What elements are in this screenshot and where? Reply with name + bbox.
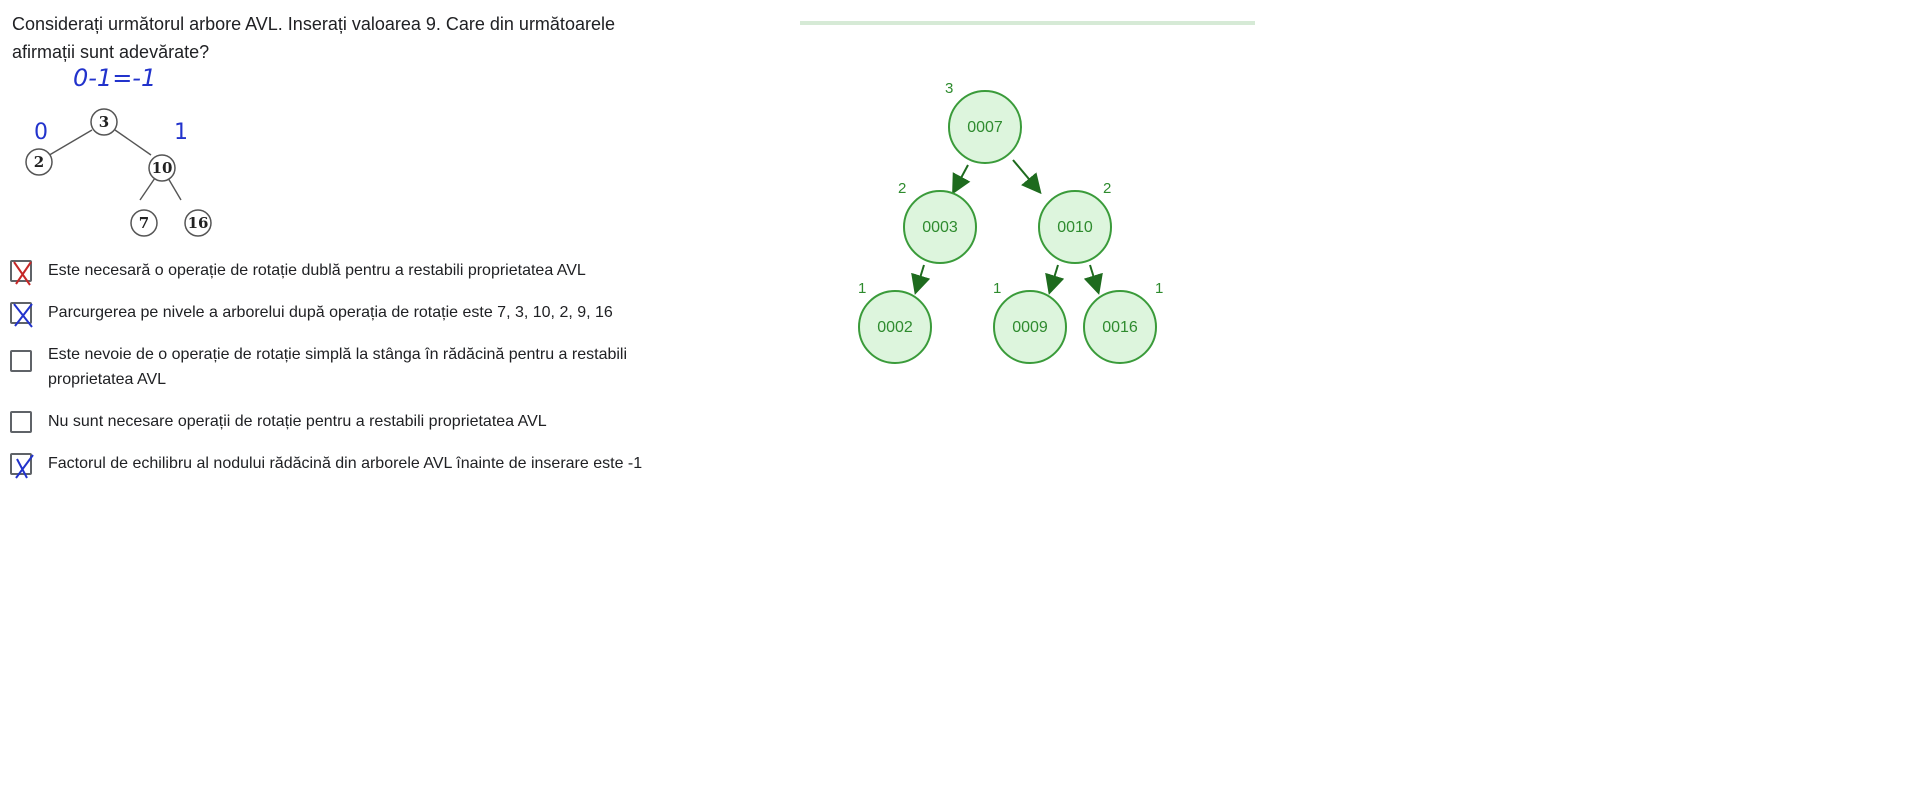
edge-0003-0002	[911, 264, 931, 295]
edge-3-10	[114, 129, 152, 156]
option-3-label-line-2: proprietatea AVL	[48, 371, 167, 388]
height-0016: 1	[1155, 280, 1163, 297]
initial-avl-tree: 0-1=-1 0 1 3 2 10 7 16	[25, 64, 212, 237]
blue-x-mark-icon	[15, 454, 34, 479]
handwritten-formula: 0-1=-1	[73, 64, 156, 92]
option-5[interactable]: Factorul de echilibru al nodului rădăcin…	[10, 451, 710, 479]
option-1-label: Este necesară o operație de rotație dubl…	[48, 262, 586, 279]
handwritten-left-annot: 0	[34, 120, 48, 145]
option-2-checkbox[interactable]	[10, 302, 33, 328]
node-0009-label: 0009	[1012, 319, 1048, 336]
height-0009: 1	[993, 280, 1001, 297]
height-0003: 2	[898, 180, 906, 197]
handwritten-right-annot: 1	[174, 120, 188, 145]
node-7-label: 7	[139, 214, 149, 232]
question-line-1: Considerați următorul arbore AVL. Insera…	[12, 14, 615, 34]
node-0016-label: 0016	[1102, 319, 1138, 336]
node-2: 2	[25, 148, 53, 176]
node-16: 16	[184, 209, 212, 237]
node-0016: 0016	[1083, 290, 1157, 364]
option-4-checkbox[interactable]	[10, 411, 32, 433]
node-3: 3	[90, 108, 118, 136]
node-2-label: 2	[34, 153, 44, 171]
height-0010: 2	[1103, 180, 1111, 197]
question-line-2: afirmații sunt adevărate?	[12, 42, 210, 62]
node-10-label: 10	[152, 159, 173, 177]
option-3-checkbox[interactable]	[10, 350, 32, 372]
node-3-label: 3	[99, 113, 109, 131]
height-0002: 1	[858, 280, 866, 297]
result-avl-tree: 3 2 2 1 1 1 0007 0003 0010 0002 0009 001…	[858, 80, 1163, 364]
node-0007-label: 0007	[967, 119, 1003, 136]
question-text: Considerați următorul arbore AVL. Insera…	[12, 10, 692, 66]
node-7: 7	[130, 209, 158, 237]
option-5-checkbox[interactable]	[10, 453, 34, 479]
option-3[interactable]: Este nevoie de o operație de rotație sim…	[10, 342, 710, 392]
option-2[interactable]: Parcurgerea pe nivele a arborelui după o…	[10, 300, 710, 328]
option-2-label: Parcurgerea pe nivele a arborelui după o…	[48, 304, 613, 321]
edge-0010-0009	[1045, 264, 1065, 295]
option-4[interactable]: Nu sunt necesare operații de rotație pen…	[10, 409, 710, 434]
red-x-mark-icon	[13, 261, 32, 286]
edge-3-2	[45, 129, 93, 158]
node-0009: 0009	[993, 290, 1067, 364]
option-4-label: Nu sunt necesare operații de rotație pen…	[48, 413, 547, 430]
node-0003-label: 0003	[922, 219, 958, 236]
edge-0007-0010	[1012, 159, 1042, 195]
answer-options: Este necesară o operație de rotație dubl…	[10, 258, 710, 493]
edge-0007-0003	[952, 164, 971, 195]
edge-10-16	[167, 177, 182, 201]
height-0007: 3	[945, 80, 953, 97]
node-0002: 0002	[858, 290, 932, 364]
node-10: 10	[148, 154, 176, 182]
node-0002-label: 0002	[877, 319, 913, 336]
divider-line	[800, 21, 1255, 25]
edge-10-7	[139, 177, 156, 201]
node-0010-label: 0010	[1057, 219, 1093, 236]
option-3-label-line-1: Este nevoie de o operație de rotație sim…	[48, 346, 628, 363]
option-5-label: Factorul de echilibru al nodului rădăcin…	[48, 455, 643, 472]
node-0003: 0003	[903, 190, 977, 264]
edge-0010-0016	[1083, 264, 1103, 295]
option-3-label: Este nevoie de o operație de rotație sim…	[48, 342, 698, 392]
node-0007: 0007	[948, 90, 1022, 164]
option-1[interactable]: Este necesară o operație de rotație dubl…	[10, 258, 710, 286]
option-1-checkbox[interactable]	[10, 260, 32, 286]
node-0010: 0010	[1038, 190, 1112, 264]
blue-x-mark-icon	[13, 303, 33, 328]
node-16-label: 16	[188, 214, 209, 232]
